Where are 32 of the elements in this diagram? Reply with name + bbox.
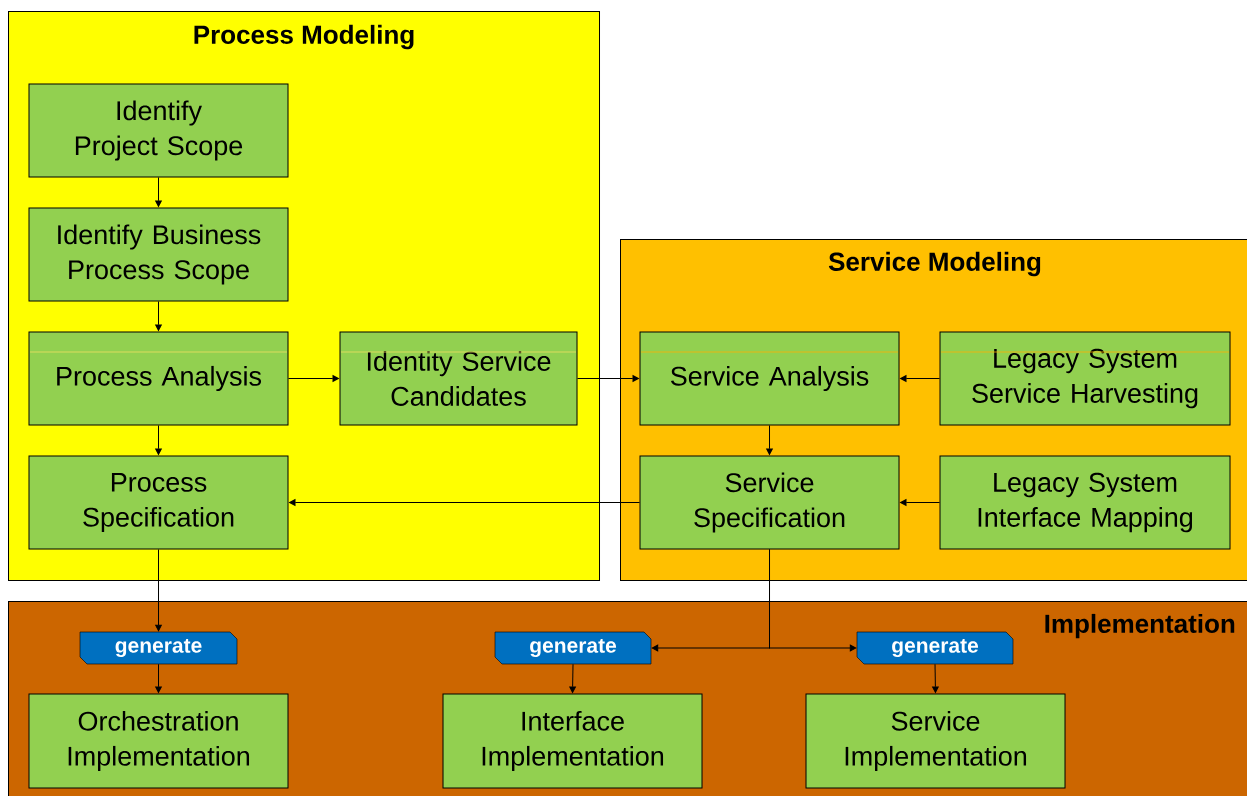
process-box: Service Analysis xyxy=(639,331,900,426)
generate-tag: generate xyxy=(856,631,1014,665)
process-box: Identify Business Process Scope xyxy=(28,207,289,302)
arrow xyxy=(155,301,162,331)
process-box: Service Implementation xyxy=(805,693,1066,789)
generate-tag: generate xyxy=(494,631,652,665)
process-box: Orchestration Implementation xyxy=(28,693,289,789)
process-box: Identity Service Candidates xyxy=(339,331,578,426)
arrow xyxy=(900,375,940,382)
panel-title: Process Modeling xyxy=(194,24,414,50)
process-box: Service Specification xyxy=(639,455,900,550)
arrow xyxy=(155,663,162,693)
arrow xyxy=(155,549,162,632)
arrow xyxy=(769,549,857,652)
process-box: Identify Project Scope xyxy=(28,83,289,178)
arrow xyxy=(155,425,162,455)
arrow xyxy=(932,663,939,693)
arrow xyxy=(289,499,640,506)
process-box: Legacy System Interface Mapping xyxy=(939,455,1231,550)
generate-tag: generate xyxy=(79,631,238,665)
arrow xyxy=(288,375,339,382)
arrow xyxy=(155,177,162,207)
process-box: Process Analysis xyxy=(28,331,289,426)
arrow xyxy=(577,375,639,382)
process-box: Legacy System Service Harvesting xyxy=(939,331,1231,426)
panel-title: Service Modeling xyxy=(828,251,1041,277)
arrow xyxy=(569,663,576,693)
panel-title: Implementation xyxy=(1045,613,1235,639)
process-box: Process Specification xyxy=(28,455,289,550)
process-box: Interface Implementation xyxy=(442,693,703,789)
arrow xyxy=(766,425,773,455)
arrow xyxy=(900,499,940,506)
